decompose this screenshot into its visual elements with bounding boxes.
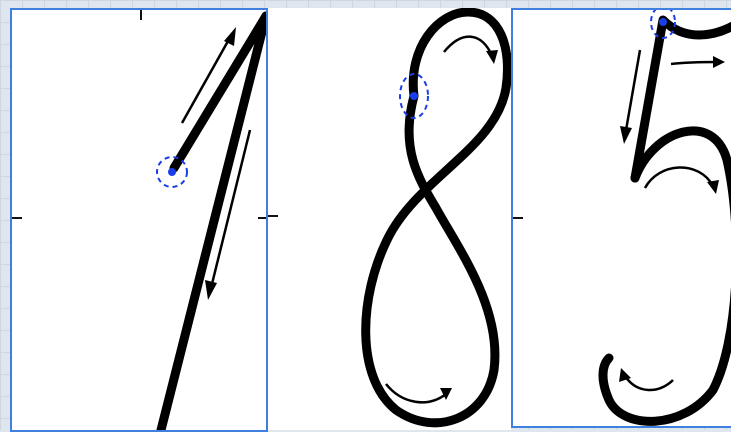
arrow-curve-bottom-icon — [619, 368, 673, 390]
arrow-curve-icon — [645, 167, 719, 194]
arrow-curve-bottom-icon — [386, 384, 452, 402]
digit-eight-stroke — [366, 12, 508, 423]
digit-one-panel — [10, 8, 268, 432]
start-point-marker-icon — [157, 157, 187, 187]
digit-one-downstroke — [160, 16, 266, 432]
digit-eight-drawing — [268, 8, 511, 430]
digit-five-drawing — [513, 10, 731, 428]
digit-five-panel — [511, 8, 731, 428]
digit-eight-panel — [268, 8, 511, 430]
arrow-down-icon — [620, 50, 640, 144]
digit-one-upstroke — [174, 16, 266, 168]
arrow-curve-top-icon — [444, 37, 498, 64]
arrow-right-icon — [671, 56, 725, 68]
digit-one-drawing — [12, 10, 268, 432]
digit-five-top-bar — [663, 20, 731, 35]
